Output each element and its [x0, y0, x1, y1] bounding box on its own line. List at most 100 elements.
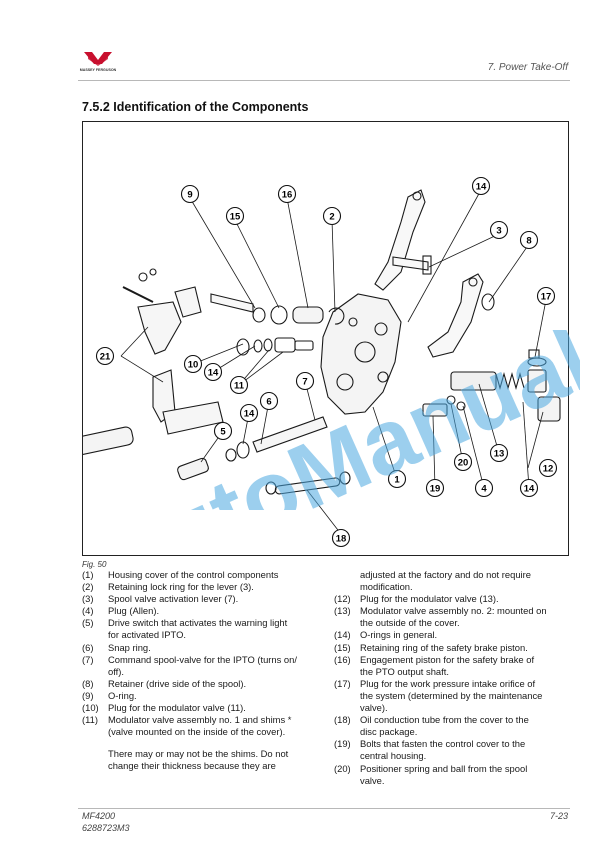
footer-part-number: 6288723M3	[82, 823, 130, 833]
legend-item-number: (13)	[334, 605, 351, 617]
callout-14: 14	[203, 362, 223, 382]
legend-item-continuation: disc package.	[360, 726, 418, 738]
legend-item: (10)Plug for the modulator valve (11).	[82, 702, 322, 714]
svg-text:18: 18	[336, 533, 347, 544]
legend-item-number: (11)	[82, 714, 98, 726]
callout-1: 1	[387, 469, 407, 489]
svg-text:14: 14	[524, 483, 535, 494]
svg-text:9: 9	[187, 189, 192, 200]
svg-text:19: 19	[430, 483, 441, 494]
svg-text:4: 4	[481, 483, 487, 494]
legend-item-number: (20)	[334, 762, 351, 774]
legend-item-number: (9)	[82, 689, 94, 701]
legend-item: (17)Plug for the work pressure intake or…	[334, 678, 574, 690]
legend-item-text: O-ring.	[108, 689, 137, 701]
callout-11: 11	[229, 375, 249, 395]
legend-item-continuation: central housing.	[360, 750, 427, 762]
shim-note-line: There may or may not be the shims. Do no…	[108, 748, 289, 760]
legend-item-text: Plug for the work pressure intake orific…	[360, 677, 536, 689]
callout-21: 21	[95, 346, 115, 366]
legend-item: (9) O-ring.	[82, 690, 322, 702]
callout-6: 6	[259, 391, 279, 411]
legend-item-text: Modulator valve assembly no. 2: mounted …	[360, 605, 547, 617]
svg-text:1: 1	[394, 474, 400, 485]
legend-item-continuation: the outside of the cover.	[360, 617, 460, 629]
legend-item: (7)Command spool-valve for the IPTO (tur…	[82, 654, 322, 666]
shim-note-line: change their thickness because they are	[108, 760, 276, 772]
legend-item-text: O-rings in general.	[360, 629, 438, 641]
legend-item: (2) Retaining lock ring for the lever (3)…	[82, 581, 322, 593]
legend-item-continuation: off).	[108, 665, 124, 677]
legend-item-number: (6)	[82, 641, 94, 653]
svg-text:10: 10	[188, 359, 199, 370]
legend-item: (15) Retaining ring of the safety brake p…	[334, 642, 574, 654]
legend-item-text: Drive switch that activates the warning …	[108, 617, 288, 629]
svg-text:8: 8	[526, 235, 531, 246]
callout-3: 3	[489, 220, 509, 240]
legend-item: (8) Retainer (drive side of the spool).	[82, 678, 322, 690]
figure-caption: Fig. 50	[82, 560, 107, 569]
shim-note-continuation: adjusted at the factory and do not requi…	[360, 569, 531, 580]
svg-text:15: 15	[230, 211, 241, 222]
legend-item: (16) Engagement piston for the safety bra…	[334, 654, 574, 666]
legend-item: (13) Modulator valve assembly no. 2: moun…	[334, 605, 574, 617]
legend-item: (20) Positioner spring and ball from the …	[334, 763, 574, 775]
svg-text:3: 3	[496, 225, 501, 236]
legend-item-text: Bolts that fasten the control cover to t…	[360, 738, 526, 750]
legend-item-number: (2)	[82, 581, 94, 593]
svg-text:12: 12	[543, 463, 554, 474]
legend-item: (14) O-rings in general.	[334, 629, 574, 641]
svg-text:7: 7	[302, 376, 307, 387]
legend-item-number: (18)	[334, 714, 351, 726]
legend-item-text: Plug for the modulator valve (13).	[360, 593, 499, 605]
legend-item-text: Retainer (drive side of the spool).	[108, 677, 247, 689]
footer-model: MF4200	[82, 811, 116, 821]
legend-item-text: Positioner spring and ball from the spoo…	[360, 762, 528, 774]
shim-note-continuation: modification.	[360, 581, 413, 593]
callout-10: 10	[183, 354, 203, 374]
legend-item-number: (15)	[334, 641, 351, 653]
legend-item-text: Plug (Allen).	[108, 605, 160, 617]
legend-item: (19) Bolts that fasten the control cover …	[334, 738, 574, 750]
svg-text:5: 5	[220, 426, 226, 437]
legend-item-text: Engagement piston for the safety brake o…	[360, 653, 535, 665]
legend-item: (5) Drive switch that activates the warni…	[82, 617, 322, 629]
svg-text:20: 20	[458, 457, 469, 468]
legend-item-number: (19)	[334, 738, 351, 750]
legend-item-text: Spool valve activation lever (7).	[108, 593, 239, 605]
svg-text:16: 16	[282, 189, 293, 200]
legend-item-text: Housing cover of the control components	[108, 569, 279, 580]
legend-item-text: Retaining lock ring for the lever (3).	[108, 581, 254, 593]
legend-item-number: (16)	[334, 653, 351, 665]
svg-text:6: 6	[266, 396, 271, 407]
legend-item-number: (12)	[334, 593, 351, 605]
legend-item: (11)Modulator valve assembly no. 1 and s…	[82, 714, 322, 726]
legend-item-continuation: the PTO output shaft.	[360, 665, 449, 677]
legend-item-number: (3)	[82, 593, 94, 605]
footer-divider	[78, 808, 570, 809]
legend-item: (6)Snap ring.	[82, 642, 322, 654]
callout-16: 16	[277, 184, 297, 204]
svg-text:14: 14	[208, 367, 219, 378]
legend-item-continuation: the system (determined by the maintenanc…	[360, 689, 543, 701]
legend-item: (18)Oil conduction tube from the cover t…	[334, 714, 574, 726]
legend-item: (3) Spool valve activation lever (7).	[82, 593, 322, 605]
svg-text:MASSEY FERGUSON: MASSEY FERGUSON	[80, 68, 117, 72]
legend-left-column: (1) Housing cover of the control componen…	[82, 569, 322, 773]
callout-8: 8	[519, 230, 539, 250]
callout-14: 14	[471, 176, 491, 196]
shim-note: There may or may not be the shims. Do no…	[82, 748, 322, 772]
legend-item-number: (5)	[82, 617, 94, 629]
legend-item-number: (1)	[82, 569, 94, 580]
callout-5: 5	[213, 421, 233, 441]
legend-item-number: (8)	[82, 677, 94, 689]
legend-item: (12) Plug for the modulator valve (13).	[334, 593, 574, 605]
legend-item-number: (14)	[334, 629, 351, 641]
legend-item: (4)Plug (Allen).	[82, 605, 322, 617]
legend-item-text: Retaining ring of the safety brake pisto…	[360, 641, 528, 653]
legend-item-continuation: valve).	[360, 702, 388, 714]
callout-18: 18	[331, 528, 351, 548]
svg-text:14: 14	[244, 408, 255, 419]
